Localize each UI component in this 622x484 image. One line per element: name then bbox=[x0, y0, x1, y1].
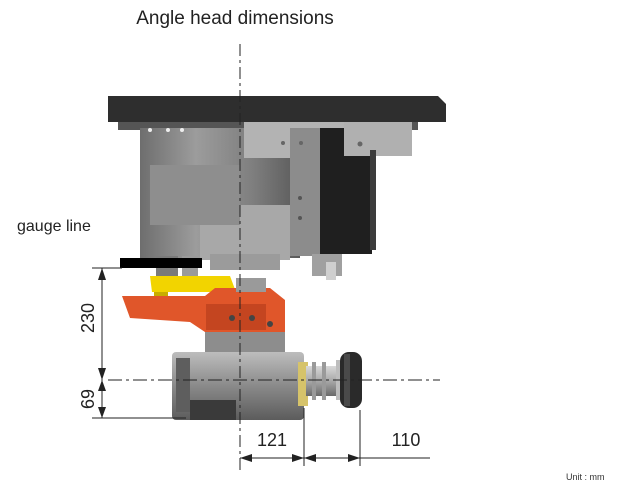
horizontal-dimensions bbox=[240, 408, 430, 466]
gauge-line-label: gauge line bbox=[17, 218, 91, 235]
diagram-title: Angle head dimensions bbox=[136, 8, 334, 29]
gauge-line-bar bbox=[120, 258, 202, 268]
orange-clamp bbox=[122, 278, 285, 336]
dimension-69: 69 bbox=[78, 389, 98, 409]
unit-label: Unit : mm bbox=[566, 472, 605, 482]
vertical-dimensions bbox=[92, 267, 186, 419]
dimension-121: 121 bbox=[257, 430, 287, 450]
lower-head-housing bbox=[172, 332, 308, 420]
angle-head-body bbox=[140, 122, 412, 260]
dimension-110: 110 bbox=[392, 430, 421, 450]
dimension-230: 230 bbox=[78, 303, 98, 333]
